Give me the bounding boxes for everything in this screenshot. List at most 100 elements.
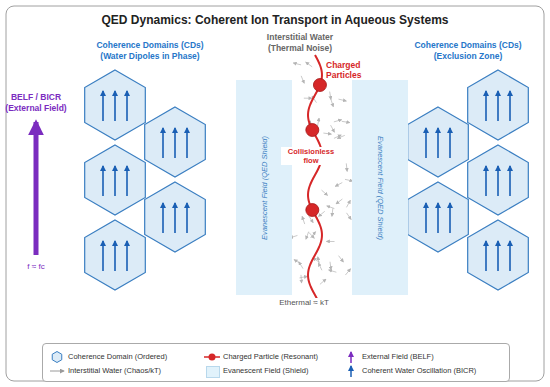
legend-text: Coherent Water Oscillation (BICR) [362, 366, 476, 375]
noise-arrow [320, 279, 326, 284]
dipole-arrow [437, 128, 439, 158]
diagram-title: QED Dynamics: Coherent Ion Transport in … [102, 13, 449, 27]
legend-box: Coherence Domain (Ordered) Charged Partic… [42, 343, 510, 382]
dipole-arrow [449, 203, 451, 233]
noise-arrow [327, 241, 335, 242]
dipole-arrow [162, 128, 164, 158]
arrow-symbol [350, 366, 352, 377]
dipole-arrow [509, 241, 511, 271]
noise-arrow [345, 269, 350, 275]
noise-arrow [330, 262, 331, 270]
noise-arrow [300, 276, 308, 278]
dipole-arrow [126, 241, 128, 271]
noise-arrow [330, 92, 331, 100]
noise-arrow [339, 99, 347, 101]
noise-arrow [323, 133, 331, 134]
dipole-arrow [485, 166, 487, 196]
noise-arrow [306, 232, 309, 240]
noise-arrow [331, 99, 333, 107]
noise-arrow [347, 213, 352, 220]
noise-arrow [339, 256, 344, 262]
section-heading: Coherence Domains (CDs) [414, 40, 521, 50]
legend-text: Charged Particle (Resonant) [223, 352, 318, 361]
noise-arrow [301, 76, 304, 83]
charged-particle [313, 79, 326, 92]
coherence-hexagon [408, 182, 469, 252]
frequency-label: f ≈ fc [27, 262, 44, 272]
outer-border [6, 6, 544, 381]
flow-label: Collisionless flow [281, 147, 341, 165]
legend-swatch [206, 366, 220, 378]
noise-arrow [318, 257, 319, 265]
band-label: Evanescent Field (QED Shield) [260, 136, 269, 240]
dipole-arrow [126, 91, 128, 121]
noise-arrow [309, 216, 313, 223]
noise-arrow [334, 120, 342, 122]
dipole-arrow [162, 203, 164, 233]
noise-arrow [300, 275, 302, 283]
legend-symbol [343, 365, 359, 377]
noise-arrow [329, 270, 337, 272]
arrow-symbol [50, 371, 64, 372]
coherence-hexagon [145, 182, 206, 252]
section-subheading: (Water Dipoles in Phase) [100, 51, 199, 61]
field-label: BELF / BICR [11, 92, 61, 102]
dipole-arrow [102, 91, 104, 121]
coherence-hexagon [85, 220, 146, 290]
evanescent-band: Evanescent Field (QED Shield) [236, 80, 292, 295]
noise-arrow [318, 118, 320, 126]
coherence-domains [85, 70, 529, 290]
evanescent-band: Evanescent Field (QED Shield) [352, 80, 408, 295]
noise-arrow [327, 206, 335, 209]
dipole-arrow [425, 128, 427, 158]
coherence-hexagon [468, 70, 529, 140]
dipole-arrow [437, 203, 439, 233]
noise-arrow [335, 183, 342, 187]
dipole-arrow [102, 166, 104, 196]
noise-arrow [304, 98, 312, 99]
legend-symbol [343, 351, 359, 363]
noise-arrow [331, 125, 335, 132]
noise-arrow [331, 208, 333, 216]
noise-arrow [309, 232, 314, 238]
charged-particle [306, 124, 319, 137]
field-label: (External Field) [5, 103, 66, 113]
dipole-arrow [509, 166, 511, 196]
legend-text: Interstitial Water (Chaos/kT) [68, 366, 161, 375]
section-heading: Coherence Domains (CDs) [96, 40, 203, 50]
section-subheading: (Exclusion Zone) [434, 51, 502, 61]
coherence-hexagon [85, 70, 146, 140]
dipole-arrow [102, 241, 104, 271]
dipole-arrow [497, 91, 499, 121]
noise-arrow [336, 199, 342, 204]
band-label: Evanescent Field (QED Shield) [376, 136, 385, 240]
noise-arrow [319, 211, 325, 216]
dipole-arrow [186, 128, 188, 158]
coherence-hexagon [468, 220, 529, 290]
noise-arrow [311, 232, 316, 238]
legend-text: Evanescent Field (Shield) [223, 366, 308, 375]
particle-symbol [209, 354, 216, 361]
hexagon-symbol [52, 352, 62, 363]
noise-arrow [306, 62, 312, 67]
dipole-arrow [425, 203, 427, 233]
section-subheading: (Thermal Noise) [268, 43, 332, 53]
noise-arrow [302, 216, 305, 224]
legend-symbol [49, 365, 65, 377]
dipole-arrow [174, 128, 176, 158]
noise-arrow [346, 200, 350, 207]
noise-arrow [293, 63, 301, 65]
dipole-arrow [497, 166, 499, 196]
dipole-arrow [114, 91, 116, 121]
dipole-arrow [509, 91, 511, 121]
dipole-arrow [485, 241, 487, 271]
legend-text: Coherence Domain (Ordered) [68, 352, 167, 361]
thermal-noise [290, 62, 353, 284]
dipole-arrow [449, 128, 451, 158]
dipole-arrow [114, 241, 116, 271]
noise-arrow [346, 163, 348, 171]
dipole-arrow [497, 241, 499, 271]
dipole-arrow [174, 203, 176, 233]
noise-arrow [334, 135, 341, 138]
